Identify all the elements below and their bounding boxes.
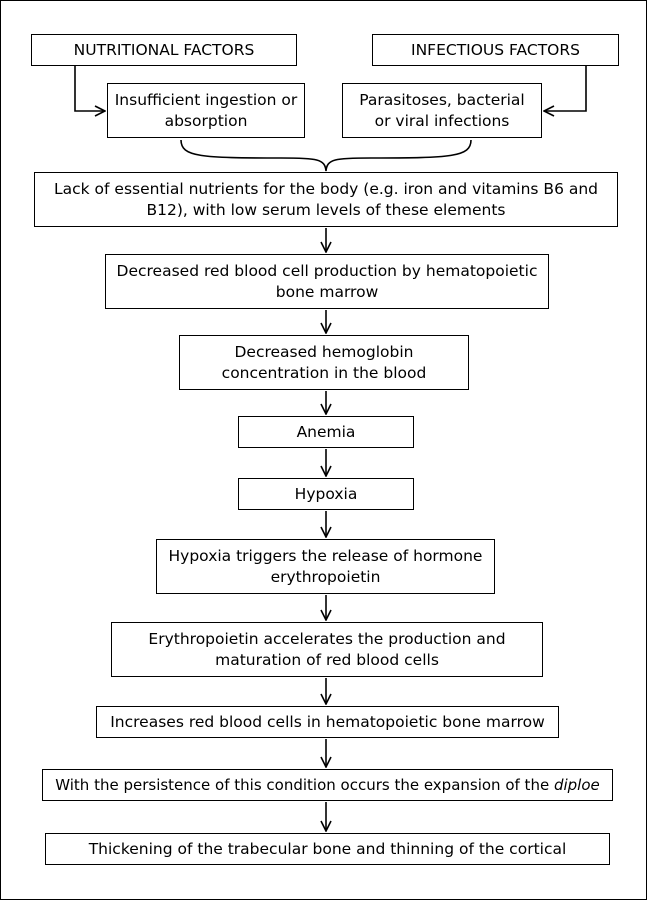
infections-box: Parasitoses, bacterial or viral infectio… (342, 83, 542, 138)
infections-label: Parasitoses, bacterial or viral infectio… (359, 90, 525, 130)
diploe-term: diploe (553, 775, 600, 794)
brace-connector (180, 139, 472, 172)
lack-of-nutrients-box: Lack of essential nutrients for the body… (34, 172, 618, 227)
expansion-text: With the persistence of this condition o… (55, 775, 554, 794)
lack-of-nutrients-label: Lack of essential nutrients for the body… (53, 179, 599, 219)
insufficient-ingestion-box: Insufficient ingestion or absorption (107, 83, 305, 138)
hypoxia-label: Hypoxia (294, 484, 358, 503)
increases-rbc-box: Increases red blood cells in hematopoiet… (96, 706, 559, 738)
decreased-rbc-production-box: Decreased red blood cell production by h… (105, 254, 549, 309)
arrow-infectious-to-infections (544, 66, 587, 111)
hypoxia-box: Hypoxia (238, 478, 414, 510)
infectious-factors-box: INFECTIOUS FACTORS (372, 34, 619, 66)
anemia-label: Anemia (296, 422, 356, 441)
infectious-factors-label: INFECTIOUS FACTORS (411, 40, 580, 59)
decreased-rbc-production-label: Decreased red blood cell production by h… (116, 261, 538, 301)
increases-rbc-label: Increases red blood cells in hematopoiet… (110, 712, 545, 731)
nutritional-factors-label: NUTRITIONAL FACTORS (73, 40, 255, 59)
decreased-hemoglobin-box: Decreased hemoglobin concentration in th… (179, 335, 469, 390)
anemia-box: Anemia (238, 416, 414, 448)
expansion-label: With the persistence of this condition o… (55, 775, 600, 795)
insufficient-ingestion-label: Insufficient ingestion or absorption (114, 90, 298, 130)
arrow-nutritional-to-ingestion (74, 66, 105, 111)
expansion-box: With the persistence of this condition o… (42, 769, 613, 801)
nutritional-factors-box: NUTRITIONAL FACTORS (31, 34, 297, 66)
decreased-hemoglobin-label: Decreased hemoglobin concentration in th… (221, 342, 427, 382)
erythropoietin-accelerates-label: Erythropoietin accelerates the productio… (148, 629, 506, 669)
thickening-label: Thickening of the trabecular bone and th… (88, 839, 567, 858)
thickening-box: Thickening of the trabecular bone and th… (45, 833, 610, 865)
hypoxia-triggers-label: Hypoxia triggers the release of hormone … (168, 546, 483, 586)
erythropoietin-accelerates-box: Erythropoietin accelerates the productio… (111, 622, 543, 677)
hypoxia-triggers-box: Hypoxia triggers the release of hormone … (156, 539, 495, 594)
